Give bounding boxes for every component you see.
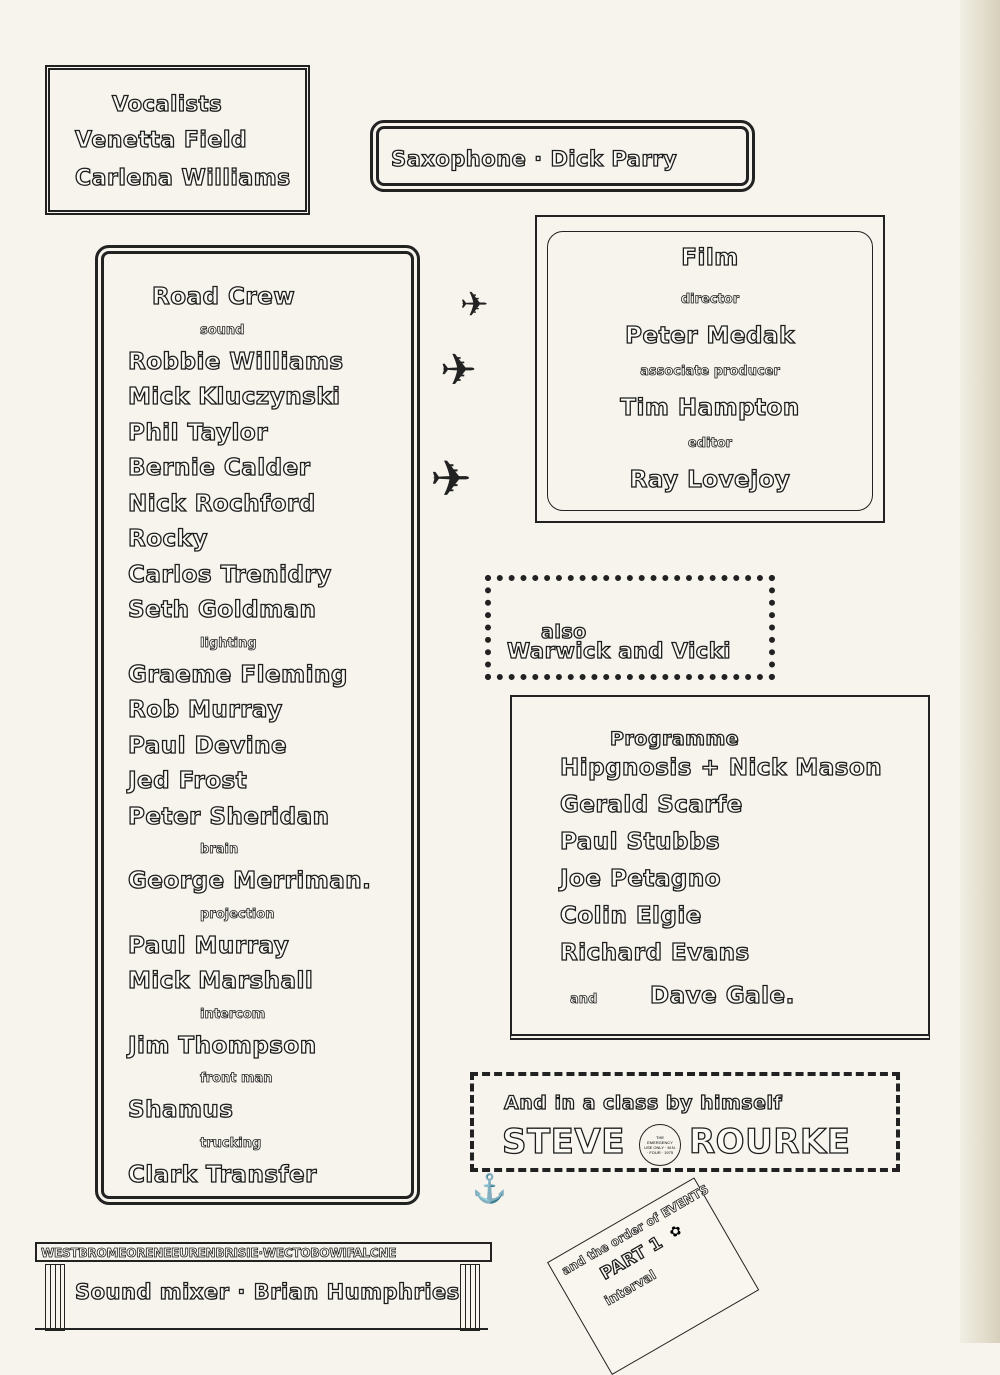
crew-name: Bernie Calder bbox=[127, 454, 311, 481]
film-title: Film bbox=[681, 244, 739, 271]
temple-column bbox=[460, 1264, 480, 1331]
programme-name: Hipgnosis + Nick Mason bbox=[559, 754, 883, 781]
temple-frieze: WESTBROMEORENEEURENBRISIE·WECTOBOWIFALCN… bbox=[35, 1242, 492, 1262]
role-label: trucking bbox=[200, 1135, 262, 1151]
manager-intro: And in a class by himself bbox=[503, 1091, 783, 1114]
programme-name: Joe Petagno bbox=[559, 865, 722, 892]
temple-column bbox=[45, 1264, 65, 1331]
programme-stage bbox=[510, 695, 930, 1040]
page-gutter-shadow bbox=[960, 0, 1000, 1343]
crew-name: Graeme Fleming bbox=[127, 661, 348, 688]
manager-last-name: ROURKE bbox=[688, 1121, 851, 1162]
flower-icon: ✿ bbox=[666, 1221, 685, 1241]
sound-mixer-temple: WESTBROMEORENEEURENBRISIE·WECTOBOWIFALCN… bbox=[35, 1228, 492, 1333]
vocalist-name: Venetta Field bbox=[74, 127, 248, 153]
film-credit-name: Ray Lovejoy bbox=[629, 466, 791, 493]
biplane-icon: ✈ bbox=[440, 346, 477, 395]
crew-name: Peter Sheridan bbox=[127, 803, 330, 830]
crew-name: Robbie Williams bbox=[127, 348, 344, 375]
crew-name: Paul Murray bbox=[127, 932, 290, 959]
also-label: also bbox=[540, 620, 587, 643]
vocalists-frame: Vocalists Venetta Field Carlena Williams bbox=[45, 65, 310, 215]
crew-name: Shamus bbox=[127, 1096, 234, 1123]
anchor-icon: ⚓ bbox=[472, 1173, 507, 1204]
crew-name: Mick Marshall bbox=[127, 967, 314, 994]
film-screen-inner bbox=[547, 231, 873, 511]
also-names: Warwick and Vicki bbox=[506, 638, 731, 663]
crew-name: Mick Kluczynski bbox=[127, 383, 341, 410]
crew-name: Seth Goldman bbox=[127, 596, 317, 623]
crew-name: Rocky bbox=[127, 525, 208, 552]
film-credit-name: Peter Medak bbox=[625, 322, 795, 349]
biplane-icon: ✈ bbox=[460, 286, 489, 324]
film-credit-name: Tim Hampton bbox=[620, 394, 800, 421]
also-frame: also Warwick and Vicki bbox=[485, 575, 775, 680]
crew-name: Rob Murray bbox=[127, 696, 283, 723]
role-label: projection bbox=[200, 906, 275, 922]
role-label: sound bbox=[200, 322, 245, 338]
road-crew-frame bbox=[95, 245, 420, 1205]
section-title: Road Crew bbox=[151, 283, 296, 310]
crew-name: Nick Rochford bbox=[127, 490, 316, 517]
role-label: lighting bbox=[200, 635, 258, 651]
programme-name: Colin Elgie bbox=[559, 902, 702, 929]
manager-frame: And in a class by himself STEVE THE EMER… bbox=[470, 1072, 900, 1172]
vocalist-name: Carlena Williams bbox=[74, 165, 291, 191]
film-role-label: director bbox=[680, 292, 740, 308]
programme-and-label: and bbox=[570, 992, 598, 1008]
crew-name: Carlos Trenidry bbox=[127, 561, 332, 588]
order-of-events-card: and the order of EVENTS PART 1 interval … bbox=[547, 1177, 760, 1375]
crew-name: Paul Devine bbox=[127, 732, 288, 759]
programme-name: Paul Stubbs bbox=[559, 828, 721, 855]
biplane-icon: ✈ bbox=[430, 451, 472, 507]
crew-name: George Merriman. bbox=[127, 867, 372, 894]
temple-base bbox=[35, 1328, 488, 1330]
programme-name: Richard Evans bbox=[559, 939, 750, 966]
sound-mixer-credit: Sound mixer · Brian Humphries bbox=[74, 1279, 460, 1304]
film-role-label: associate producer bbox=[640, 364, 781, 380]
manager-badge: THE EMERGENCY USE ONLY · M.N. · FOUR · 1… bbox=[639, 1124, 681, 1166]
vocalists-title: Vocalists bbox=[111, 91, 223, 116]
film-role-label: editor bbox=[687, 436, 733, 452]
role-label: intercom bbox=[200, 1006, 266, 1022]
manager-first-name: STEVE bbox=[501, 1121, 625, 1162]
programme-name: Dave Gale. bbox=[649, 982, 795, 1009]
role-label: front man bbox=[200, 1071, 273, 1087]
crew-name: Phil Taylor bbox=[127, 419, 269, 446]
crew-name: Jed Frost bbox=[127, 767, 248, 794]
crew-name: Jim Thompson bbox=[127, 1032, 317, 1059]
role-label: brain bbox=[200, 842, 239, 858]
saxophone-credit: Saxophone · Dick Parry bbox=[390, 146, 678, 171]
programme-title: Programme bbox=[609, 727, 740, 750]
programme-name: Gerald Scarfe bbox=[559, 791, 743, 818]
saxophone-frame: Saxophone · Dick Parry bbox=[370, 120, 755, 192]
crew-name: Clark Transfer bbox=[127, 1161, 317, 1188]
manager-badge-text: THE EMERGENCY USE ONLY · M.N. · FOUR · 1… bbox=[644, 1135, 676, 1155]
temple-pediment bbox=[45, 1228, 480, 1240]
